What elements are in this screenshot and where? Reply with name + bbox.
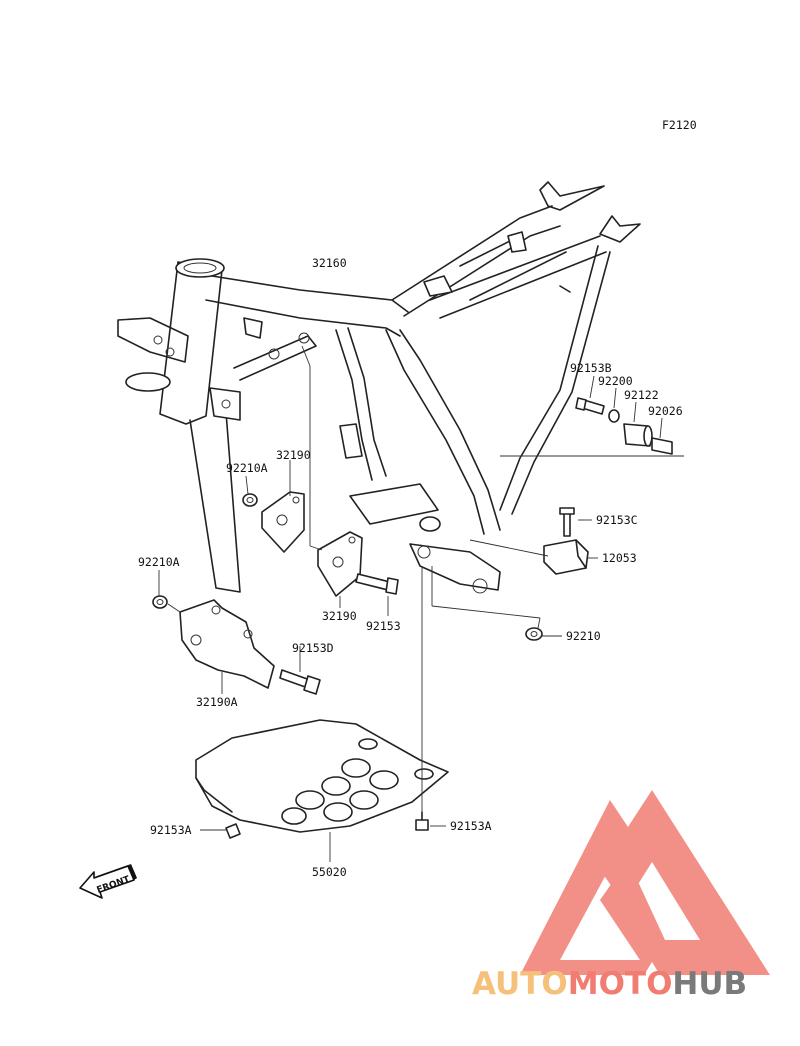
bracket-32190-upper [261, 491, 305, 553]
label-92210: 92210 [566, 629, 601, 643]
collar-92026 [651, 437, 673, 455]
part-labels: 32160 92153B 92200 92122 92026 92210A 32… [138, 256, 683, 879]
label-92153A-left: 92153A [150, 823, 192, 837]
bolt-92153D [279, 669, 321, 695]
label-92153C: 92153C [596, 513, 638, 527]
label-32160: 32160 [312, 256, 347, 270]
label-92153D: 92153D [292, 641, 334, 655]
bolt-92153B [575, 397, 605, 415]
label-32190A: 32190A [196, 695, 238, 709]
label-92200: 92200 [598, 374, 633, 388]
bolt-92153A-left [225, 823, 241, 839]
collar-92210A-upper [242, 493, 258, 507]
label-92026: 92026 [648, 404, 683, 418]
label-12053: 12053 [602, 551, 637, 565]
label-92210A-left: 92210A [138, 555, 180, 569]
label-32190-upper: 32190 [276, 448, 311, 462]
bolt-92153 [355, 573, 399, 595]
washer-92200 [608, 409, 620, 423]
leader-lines [158, 345, 684, 862]
collar-92210 [525, 627, 543, 641]
bracket-12053 [543, 539, 589, 575]
label-55020: 55020 [312, 865, 347, 879]
label-92153A-right: 92153A [450, 819, 492, 833]
watermark-logo-icon [520, 790, 770, 975]
watermark-auto: AUTOMOTOHUB [472, 966, 747, 1002]
figure-code: F2120 [662, 118, 697, 132]
main-frame-32160 [117, 181, 641, 594]
bush-92122 [623, 423, 653, 447]
label-32190-lower: 32190 [322, 609, 357, 623]
bolt-92153A-right [415, 811, 429, 831]
label-92153B: 92153B [570, 361, 612, 375]
skid-plate-55020 [195, 719, 449, 833]
bracket-32190-lower [317, 531, 363, 597]
collar-92210A-left [152, 595, 168, 609]
bolt-92153C [559, 507, 575, 537]
front-arrow-icon: FRONT [79, 864, 137, 899]
watermark-text: AUTOMOTOHUB [472, 966, 747, 1002]
label-92122: 92122 [624, 388, 659, 402]
bracket-32190A [179, 599, 275, 689]
label-92210A-upper: 92210A [226, 461, 268, 475]
label-92153: 92153 [366, 619, 401, 633]
